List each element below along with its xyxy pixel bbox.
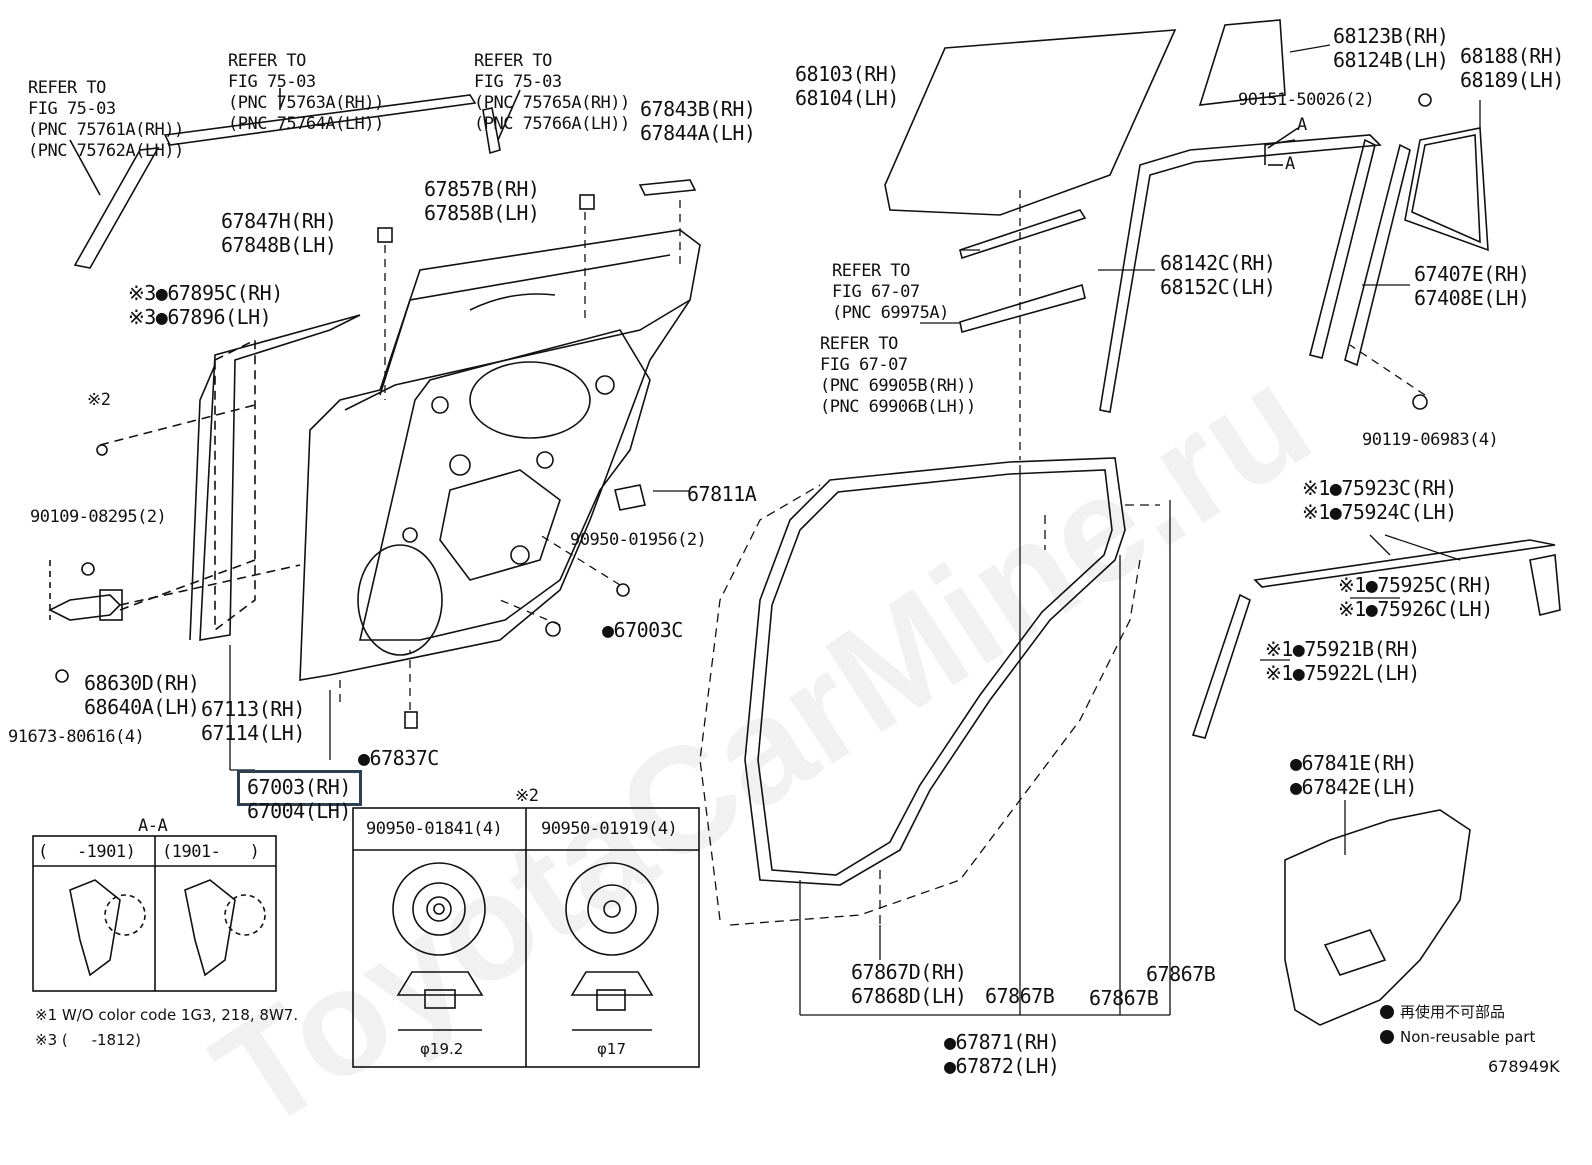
part-68123b[interactable]: 68123B(RH)68124B(LH) [1333,24,1449,72]
part-67867b-3[interactable]: 67867B [1146,962,1216,986]
part-75925c[interactable]: ※1●75925C(RH)※1●75926C(LH) [1338,573,1493,621]
roof-molding-art [69,88,521,269]
belt-molding-art [1191,539,1561,739]
part-67867d[interactable]: 67867D(RH)67868D(LH) [851,960,967,1008]
part-67837c[interactable]: ●67837C [358,746,439,770]
door-check-art [48,560,301,683]
part-75923c[interactable]: ※1●75923C(RH)※1●75924C(LH) [1302,476,1457,524]
part-67867b-2[interactable]: 67867B [1089,986,1159,1010]
door-panel-art [299,229,701,681]
arrow-a-label-1: A [1297,115,1307,135]
service-hole-cover-art [1284,809,1471,1026]
window-glass-art [884,19,1489,413]
leader-lines [339,190,1426,710]
bottom-bracket-lines [799,465,1171,1016]
glass-run-art [199,314,361,641]
part-90950-01956[interactable]: 90950-01956(2) [570,530,707,550]
legend-dot-jp [1380,1005,1394,1019]
clip-90950-01919[interactable]: 90950-01919(4) [541,819,678,839]
door-weatherstrip-art [744,457,1126,886]
section-aa-col1: ( -1901) [38,842,136,862]
part-68142c[interactable]: 68142C(RH)68152C(LH) [1160,251,1276,299]
clip-table-art [352,807,700,1068]
part-67113[interactable]: 67113(RH)67114(LH) [201,697,305,745]
clip-table-note: ※2 [515,786,539,806]
clip-parts-art [96,179,697,729]
part-67407e[interactable]: 67407E(RH)67408E(LH) [1414,262,1530,310]
part-67867b-1[interactable]: 67867B [985,984,1055,1008]
section-aa-title: A-A [138,816,168,836]
part-67003c[interactable]: ●67003C [602,618,683,642]
parts-diagram-artwork [32,19,1561,1068]
part-90151-50026[interactable]: 90151-50026(2) [1238,90,1375,110]
part-91673-80616[interactable]: 91673-80616(4) [8,727,145,747]
part-67843b[interactable]: 67843B(RH)67844A(LH) [640,97,756,145]
legend-text-jp: 再使用不可部品 [1400,1003,1506,1021]
clip-90950-01841[interactable]: 90950-01841(4) [366,819,503,839]
part-90109-08295[interactable]: 90109-08295(2) [30,507,167,527]
part-68630d[interactable]: 68630D(RH)68640A(LH) [84,671,200,719]
weatherstrip-dash-art [699,484,1160,926]
figure-id: 678949K [1488,1057,1560,1076]
weatherstrip-art [189,364,216,641]
note-2-marker: ※2 [87,390,111,410]
arrow-a-label-2: A [1285,154,1295,174]
legend-dot-en [1380,1030,1394,1044]
part-67003-main[interactable]: 67003(RH)67004(LH) [247,775,351,823]
highlight-67003 [237,770,362,806]
clip-dim-2: φ17 [597,1040,626,1058]
part-67895c[interactable]: ※3●67895C(RH)※3●67896(LH) [128,281,283,329]
part-67857b[interactable]: 67857B(RH)67858B(LH) [424,177,540,225]
part-68103[interactable]: 68103(RH)68104(LH) [795,62,899,110]
part-67811a[interactable]: 67811A [687,482,757,506]
footnote-1: ※1 W/O color code 1G3, 218, 8W7. [35,1006,299,1024]
arrow-a1-art [1267,127,1299,149]
legend-text-en: Non-reusable part [1400,1028,1536,1046]
clip-dim-1: φ19.2 [420,1040,464,1058]
footnote-3: ※3 ( -1812) [35,1031,142,1049]
section-aa-art [32,835,277,992]
part-67847h[interactable]: 67847H(RH)67848B(LH) [221,209,337,257]
door-glass-outline-art [99,338,256,632]
section-aa-col2: (1901- ) [162,842,260,862]
part-67841e[interactable]: ●67841E(RH)●67842E(LH) [1290,751,1417,799]
part-67871[interactable]: ●67871(RH)●67872(LH) [944,1030,1060,1078]
part-75921b[interactable]: ※1●75921B(RH)※1●75922L(LH) [1265,637,1420,685]
part-90119-06983[interactable]: 90119-06983(4) [1362,430,1499,450]
part-68188[interactable]: 68188(RH)68189(LH) [1460,44,1564,92]
